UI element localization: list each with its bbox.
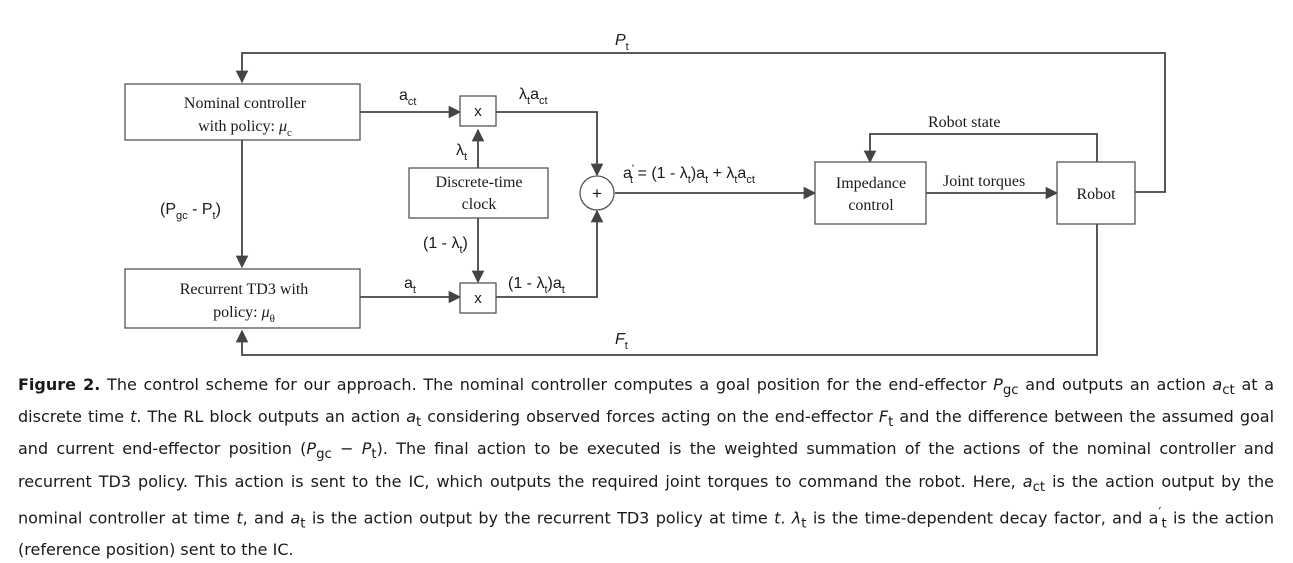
at-label: at <box>404 275 416 296</box>
one-minus-lambda-at-arrow <box>496 209 604 298</box>
caption-math: P <box>993 375 1003 394</box>
nominal-controller-policy: with policy: μc <box>198 118 292 139</box>
caption-math-sub: t <box>371 447 377 463</box>
clock-label-line2: clock <box>462 196 497 213</box>
caption-text: − <box>331 439 362 459</box>
robot-state-label: Robot state <box>928 114 1000 131</box>
recurrent-td3-policy: policy: μθ <box>213 304 275 325</box>
caption-math-sub: t <box>801 516 807 532</box>
caption-text: is the action output by the nominal cont… <box>18 471 1274 528</box>
caption-text: . <box>780 508 792 528</box>
recurrent-td3-label: Recurrent TD3 with <box>180 281 309 298</box>
impedance-label-line1: Impedance <box>836 175 906 192</box>
caption-math-sub: t <box>888 415 894 431</box>
one-minus-lambda-label: (1 - λt) <box>423 235 468 256</box>
caption-math: a <box>1022 471 1033 491</box>
pt-feedback-line <box>235 52 1166 193</box>
multiplier-top <box>459 95 497 127</box>
caption-math: P <box>306 439 317 459</box>
caption-text: and the difference between the assumed g… <box>18 407 1275 459</box>
caption-text: The control scheme for our approach. The… <box>100 375 994 394</box>
summing-junction <box>579 175 615 211</box>
caption-text: ). The final action to be executed is th… <box>18 439 1275 491</box>
caption-math: t <box>236 508 243 528</box>
caption-label: Figure 2. <box>18 375 101 394</box>
caption-math: a <box>1212 375 1223 394</box>
caption-text: is the action output by the recurrent TD… <box>305 508 775 528</box>
aprime-equation-label: a't = (1 - λt)at + λtact <box>623 163 755 186</box>
one-minus-lambda-at-label: (1 - λt)at <box>508 275 565 296</box>
pgc-error-label: (Pgc - Pt) <box>160 201 221 222</box>
caption-math-sub: gc <box>316 447 332 463</box>
caption-math: P <box>361 439 372 459</box>
robot-block <box>1056 161 1136 225</box>
caption-math-sub: t <box>300 516 306 532</box>
caption-math-sub: t <box>1161 516 1167 532</box>
caption-math: λ <box>791 508 802 528</box>
caption-math-sub: ct <box>1222 383 1235 399</box>
recurrent-td3-block <box>124 268 361 329</box>
caption-text: . The RL block outputs an action <box>136 407 407 427</box>
clock-label-line1: Discrete-time <box>435 174 522 191</box>
lambda-act-label: λtact <box>519 86 548 107</box>
nominal-controller-label: Nominal controller <box>184 95 307 112</box>
ft-feedback-line <box>235 224 1098 356</box>
caption-math: t <box>774 508 781 528</box>
caption-text: , and <box>242 508 291 528</box>
sum-symbol: + <box>592 184 602 203</box>
caption-math: a <box>290 508 301 528</box>
caption-text: and outputs an action <box>1018 375 1213 394</box>
robot-label: Robot <box>1076 186 1116 203</box>
impedance-label-line2: control <box>848 197 894 214</box>
joint-torques-label: Joint torques <box>943 173 1025 190</box>
caption-math: F <box>878 407 889 427</box>
caption-math-sub: gc <box>1002 383 1019 399</box>
multiplier-bottom <box>459 282 497 314</box>
robot-state-arrow <box>863 133 1098 164</box>
lambda-label: λt <box>456 142 467 163</box>
nominal-controller-block <box>124 83 361 141</box>
discrete-time-clock-block <box>408 167 549 219</box>
caption-math-sup: ′ <box>1158 505 1162 521</box>
figure-caption: Figure 2. The control scheme for our app… <box>18 372 1274 563</box>
caption-math-sub: t <box>416 415 422 431</box>
caption-math-sub: ct <box>1032 479 1046 495</box>
multiplier-bottom-symbol: x <box>474 290 482 307</box>
caption-math: a <box>406 407 416 427</box>
multiplier-top-symbol: x <box>474 103 482 120</box>
control-scheme-diagram: Nominal controller with policy: μc Recur… <box>124 32 1166 356</box>
ft-label: Ft <box>615 331 628 352</box>
lambda-act-arrow <box>496 111 604 177</box>
impedance-control-block <box>814 161 927 225</box>
act-label: act <box>399 87 416 108</box>
caption-text: is the time-dependent decay factor, and … <box>806 508 1159 528</box>
caption-math: t <box>130 407 137 427</box>
caption-text: at a discrete time <box>18 375 1275 427</box>
pt-label: Pt <box>615 32 629 53</box>
caption-text: considering observed forces acting on th… <box>421 407 879 427</box>
